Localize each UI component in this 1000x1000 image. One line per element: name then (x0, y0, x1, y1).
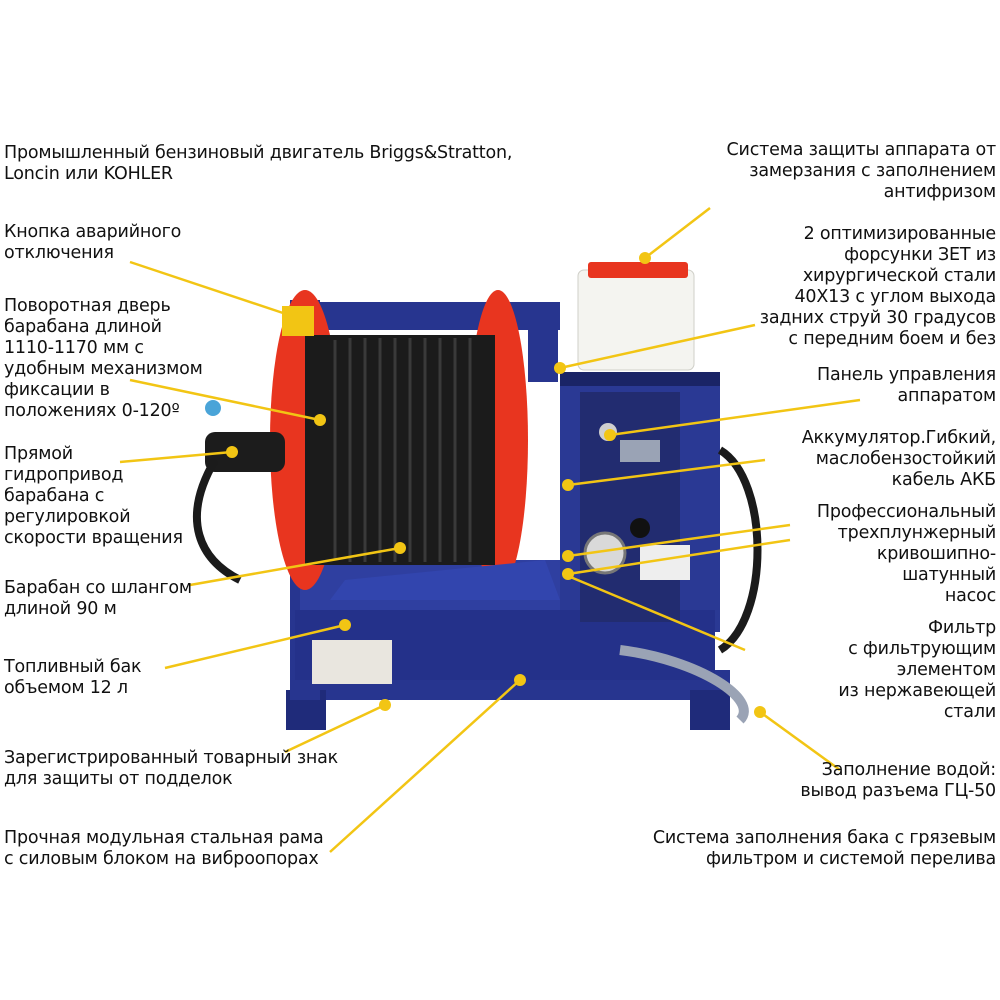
callout-battery: Аккумулятор.Гибкий, маслобензостойкий ка… (801, 428, 996, 490)
callout-filter: Фильтр с фильтрующим элементом из нержав… (838, 618, 996, 722)
fuel-tank-plate (312, 640, 392, 684)
hose-drum (270, 290, 528, 590)
callout-water-fill: Заполнение водой: вывод разъема ГЦ-50 (800, 760, 996, 801)
callout-drum-door: Поворотная дверь барабана длиной 1110-11… (4, 296, 203, 421)
drum-tray (330, 560, 560, 600)
callout-fuel-tank: Топливный бак объемом 12 л (4, 657, 142, 698)
water-tank (577, 262, 695, 371)
callout-nozzles: 2 оптимизированные форсунки ЗЕТ из хирур… (759, 224, 996, 349)
callout-tank-fill: Система заполнения бака с грязевым фильт… (652, 828, 996, 869)
callout-trademark: Зарегистрированный товарный знак для защ… (4, 748, 339, 789)
emergency-button (282, 306, 314, 336)
callout-antifreeze: Система защиты аппарата от замерзания с … (726, 140, 997, 202)
callout-engine: Промышленный бензиновый двигатель Briggs… (4, 143, 513, 184)
callout-emergency-button: Кнопка аварийного отключения (4, 222, 182, 263)
callout-frame: Прочная модульная стальная рама с силовы… (4, 828, 324, 869)
callout-hose-drum: Барабан со шлангом длиной 90 м (4, 578, 192, 619)
control-panel (580, 392, 690, 622)
callout-pump: Профессиональный трехплунжерный кривошип… (816, 502, 996, 606)
callout-hydro-drive: Прямой гидропривод барабана с регулировк… (4, 444, 183, 548)
callout-control-panel: Панель управления аппаратом (817, 365, 996, 406)
